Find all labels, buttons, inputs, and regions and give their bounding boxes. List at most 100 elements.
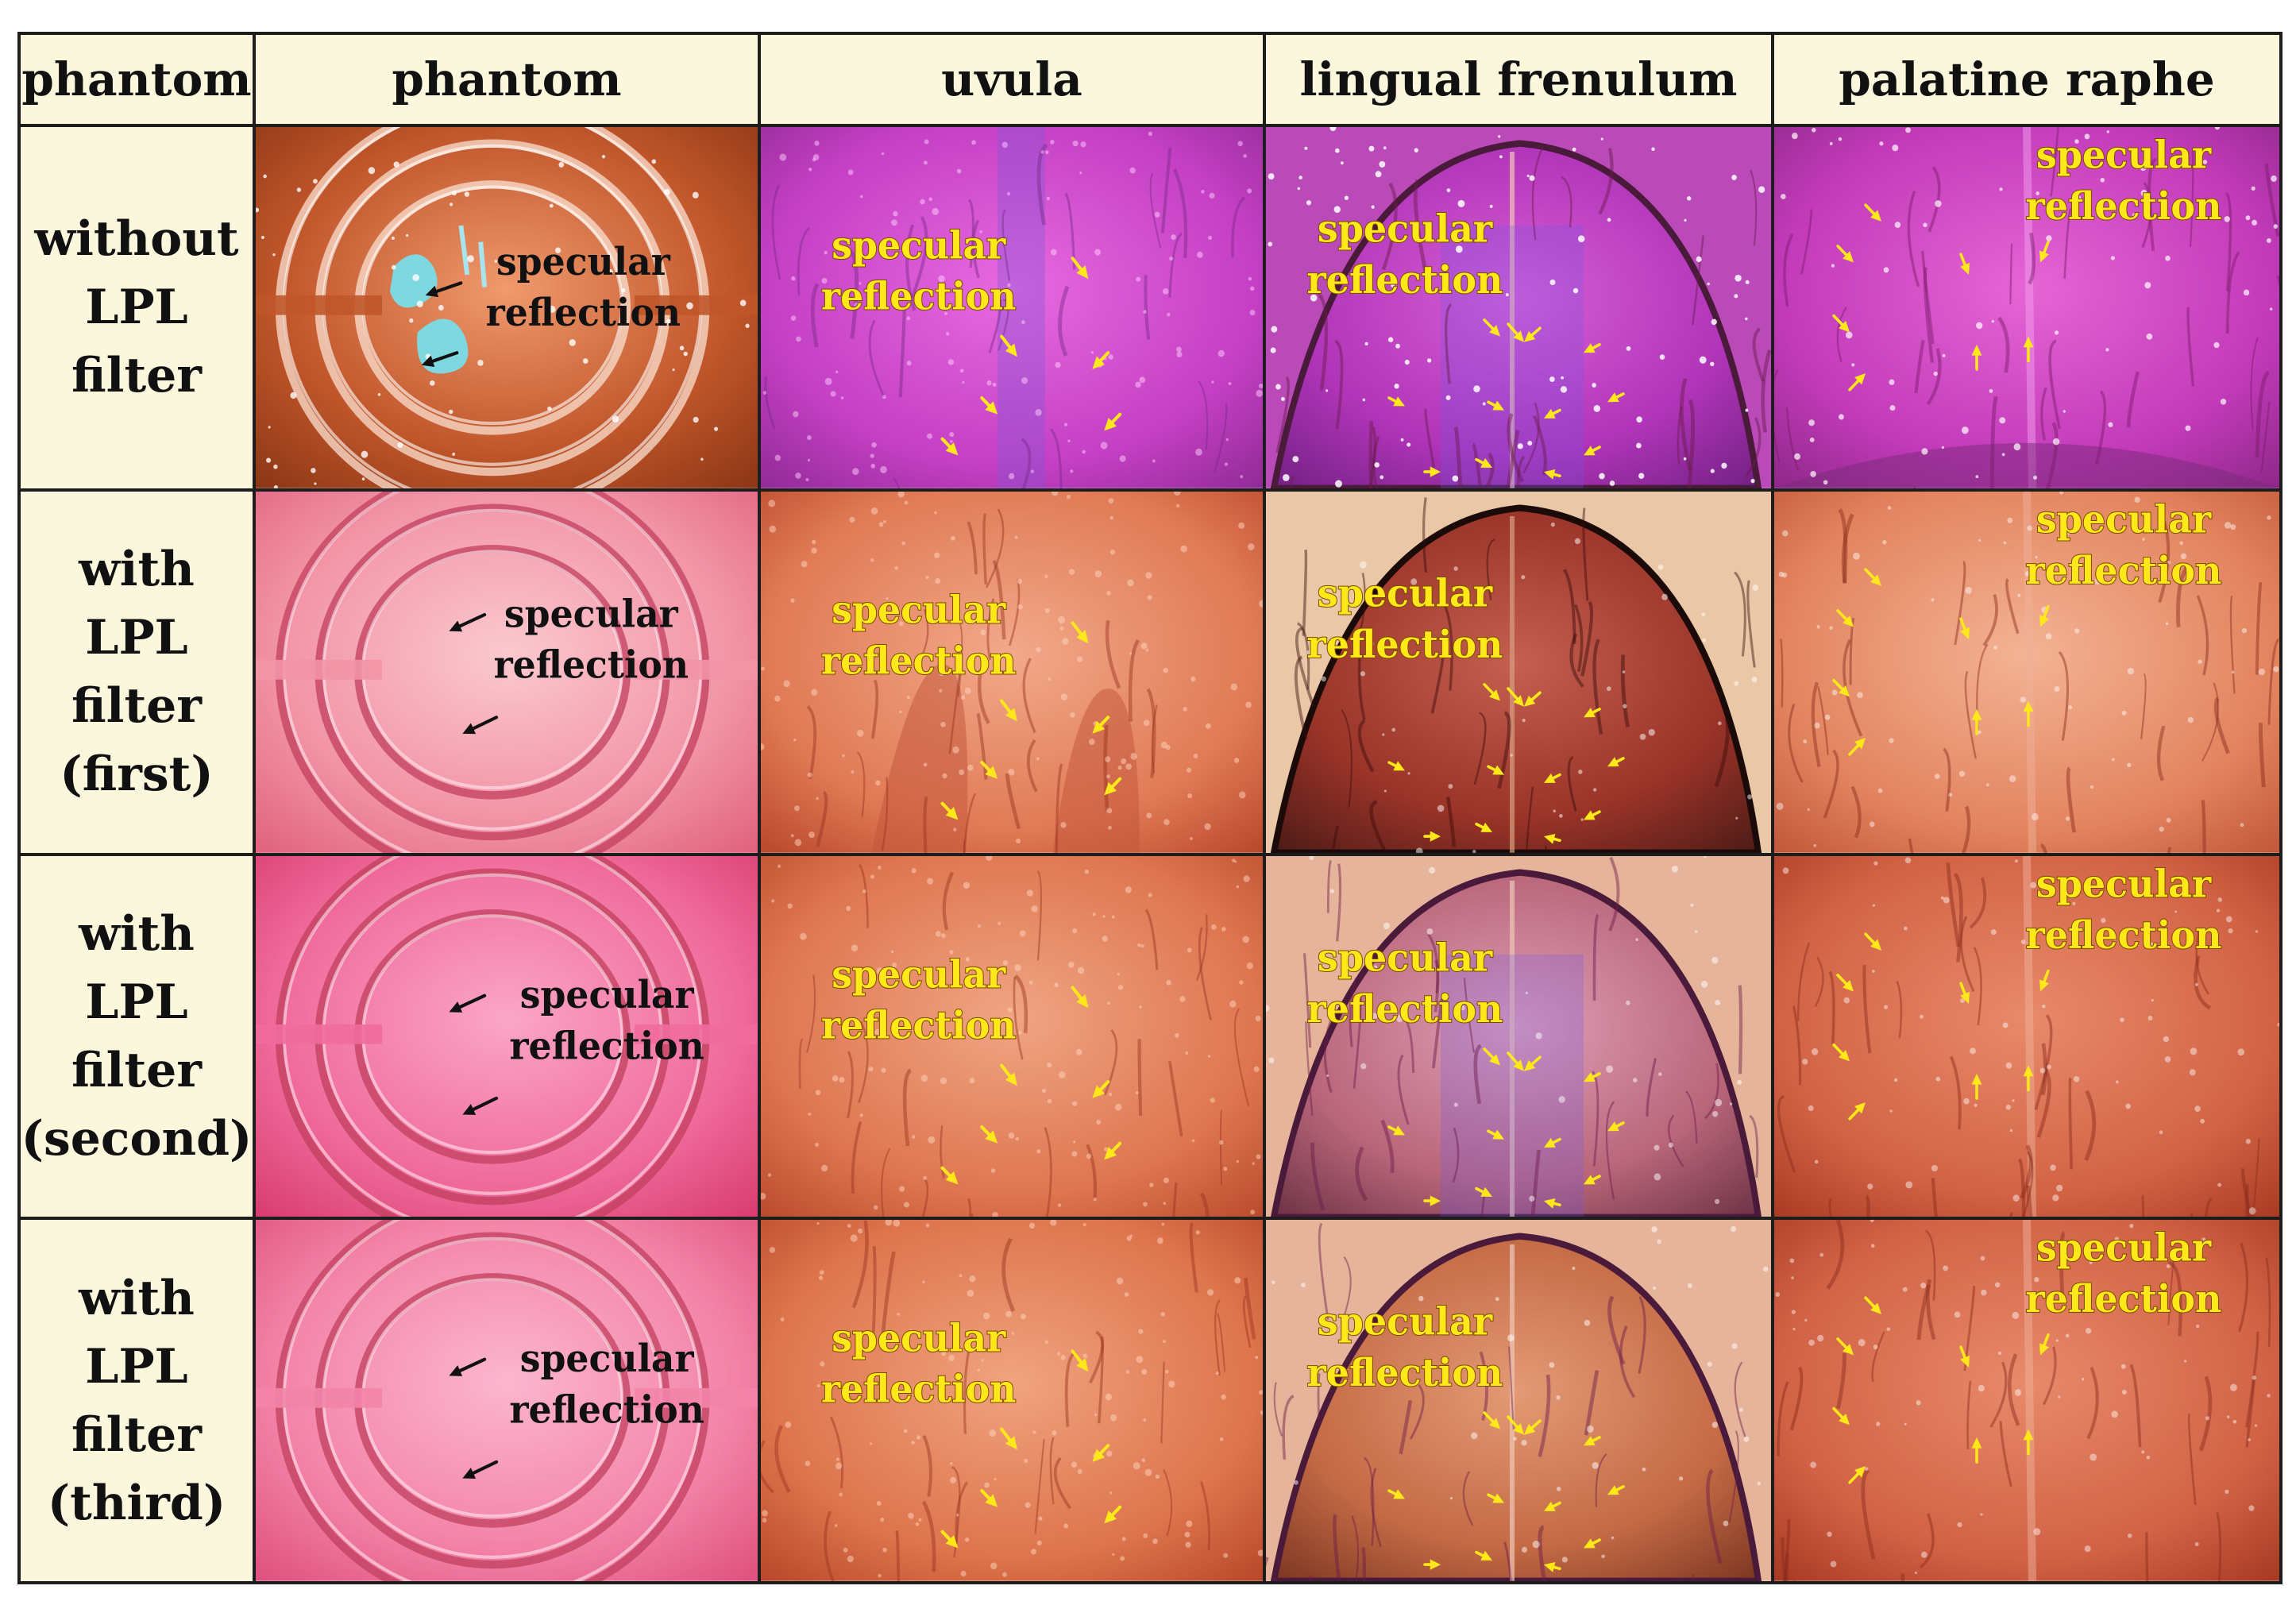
arrow-icon	[1092, 351, 1110, 369]
arrow-icon	[1544, 1137, 1561, 1148]
arrow-icon	[1092, 1444, 1110, 1463]
arrow-icon	[1607, 392, 1625, 403]
svg-text:reflection: reflection	[1306, 987, 1503, 1032]
arrow-group	[1832, 568, 2050, 756]
arrow-icon	[940, 1530, 959, 1549]
arrow-icon	[1584, 1538, 1601, 1549]
header-cell-uvula: uvula	[758, 32, 1266, 127]
arrow-icon	[1544, 833, 1561, 844]
row-label-line: with	[79, 1270, 195, 1326]
arrow-icon	[462, 1096, 499, 1115]
svg-text:reflection: reflection	[821, 1367, 1016, 1411]
arrow-icon	[940, 801, 959, 820]
row-label-without-filter: without LPL filter	[17, 124, 256, 492]
svg-text:reflection: reflection	[1306, 258, 1503, 303]
arrow-icon	[1483, 318, 1500, 337]
arrow-icon	[421, 351, 459, 367]
arrow-icon	[1832, 314, 1850, 333]
arrow-icon	[2039, 240, 2050, 263]
arrow-icon	[1071, 257, 1089, 280]
svg-text:reflection: reflection	[486, 290, 681, 334]
arrow-icon	[1584, 1174, 1601, 1184]
row-label-line: (second)	[21, 1110, 253, 1167]
arrow-icon	[2039, 969, 2050, 992]
specular-reflection-label: specular reflection	[820, 951, 1017, 1047]
arrow-icon	[1544, 1198, 1561, 1209]
row-label-line: LPL	[85, 280, 188, 336]
arrow-icon	[1092, 715, 1110, 734]
svg-text:specular: specular	[504, 591, 679, 635]
arrow-icon	[1864, 203, 1881, 222]
arrow-icon	[1507, 1051, 1524, 1071]
arrow-icon	[1387, 761, 1405, 771]
row-label-line: without	[34, 211, 239, 268]
arrow-icon	[1836, 608, 1854, 627]
arrow-icon	[462, 715, 499, 734]
svg-text:reflection: reflection	[821, 1002, 1016, 1047]
arrow-icon	[1483, 1411, 1500, 1429]
arrow-icon	[462, 1460, 499, 1480]
row-label-line: (first)	[60, 747, 214, 803]
arrow-icon	[1387, 1125, 1405, 1135]
svg-text:specular: specular	[832, 951, 1006, 996]
arrow-group	[421, 281, 463, 367]
arrow-icon	[1607, 1121, 1625, 1131]
arrow-icon	[1544, 469, 1561, 480]
arrow-icon	[1487, 400, 1504, 411]
arrow-icon	[1423, 466, 1441, 477]
arrow-icon	[1071, 985, 1089, 1008]
arrow-icon	[1848, 1102, 1866, 1121]
arrow-group	[449, 1357, 499, 1480]
arrow-icon	[1971, 344, 1982, 371]
arrow-icon	[1848, 737, 1866, 756]
arrow-icon	[980, 1489, 998, 1507]
arrow-icon	[449, 1357, 487, 1377]
arrow-group	[940, 1349, 1122, 1549]
svg-text:reflection: reflection	[821, 274, 1016, 318]
arrow-group	[1387, 682, 1625, 844]
arrow-icon	[1483, 682, 1500, 701]
arrow-icon	[980, 395, 998, 415]
header-cell-row-label: phantom	[17, 32, 256, 127]
svg-text:specular: specular	[2036, 862, 2213, 906]
arrow-icon	[2023, 336, 2034, 363]
arrow-icon	[2023, 1429, 2034, 1456]
arrow-group	[1832, 932, 2050, 1121]
svg-text:specular: specular	[2036, 133, 2213, 178]
arrow-icon	[1607, 756, 1625, 766]
arrow-icon	[1848, 1466, 1866, 1484]
arrow-group	[449, 612, 499, 734]
svg-text:reflection: reflection	[509, 1023, 704, 1067]
svg-text:reflection: reflection	[509, 1387, 704, 1432]
arrow-icon	[980, 1125, 998, 1144]
svg-text:specular: specular	[832, 1316, 1006, 1360]
arrow-icon	[1475, 1186, 1492, 1197]
header-cell-palatine-raphe: palatine raphe	[1771, 32, 2282, 127]
row-label-line: with	[79, 905, 195, 962]
row-label-line: filter	[71, 1406, 202, 1463]
arrow-icon	[1104, 412, 1122, 431]
header-cell-phantom: phantom	[253, 32, 761, 127]
arrow-icon	[1544, 1562, 1561, 1573]
